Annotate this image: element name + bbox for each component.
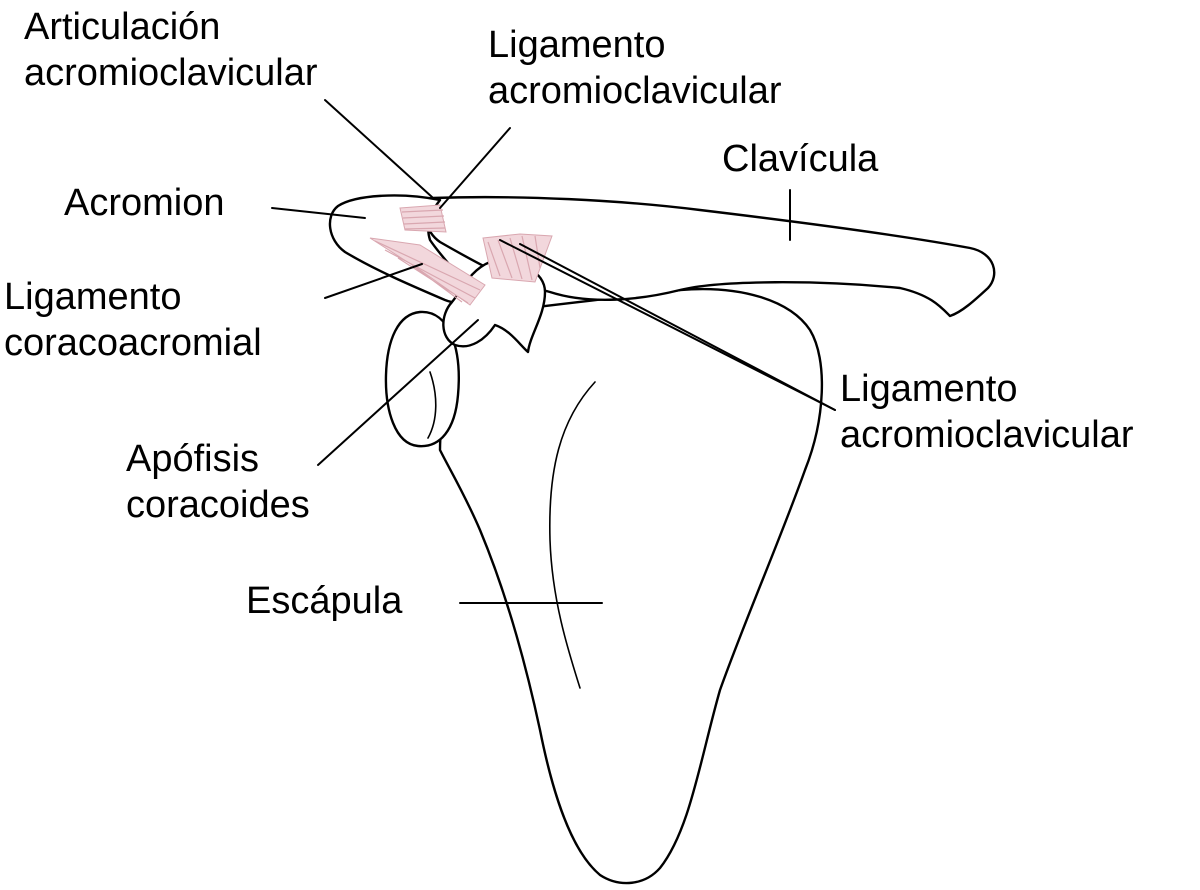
label-apofisis-line1: Apófisis — [126, 438, 260, 480]
coracoacromial-ligament-hatch — [369, 237, 486, 306]
label-lig-coracoacromial-line2: coracoacromial — [4, 322, 262, 364]
leader-articulacion-ac — [324, 99, 433, 198]
coracoclavicular-ligament-hatch — [482, 233, 553, 283]
label-apofisis-coracoides: Apófisis coracoides — [126, 436, 310, 528]
leader-ligamento-ac-right-b — [519, 243, 836, 411]
label-lig-coracoacromial-line1: Ligamento — [4, 276, 182, 318]
label-acromion-text: Acromion — [64, 182, 225, 224]
label-articulacion-acromioclavicular: Articulación acromioclavicular — [24, 4, 318, 96]
glenoid-rim — [427, 371, 437, 439]
label-lig-ac-top-line1: Ligamento — [488, 24, 666, 66]
leader-ligamento-coracoacromial — [324, 263, 423, 299]
acromioclavicular-ligament-hatch — [399, 204, 447, 233]
label-escapula: Escápula — [246, 578, 402, 624]
scapula-body — [438, 287, 824, 885]
label-clavicula: Clavícula — [722, 136, 878, 182]
label-clavicula-text: Clavícula — [722, 138, 879, 180]
label-ligamento-acromioclavicular-top: Ligamento acromioclavicular — [488, 22, 782, 114]
leader-ligamento-ac-top — [439, 127, 511, 209]
label-lig-ac-top-line2: acromioclavicular — [488, 70, 782, 112]
label-articulacion-line1: Articulación — [24, 6, 221, 48]
label-lig-ac-right-line1: Ligamento — [840, 368, 1018, 410]
label-ligamento-coracoacromial: Ligamento coracoacromial — [4, 274, 262, 366]
leader-apofisis-coracoides — [317, 319, 479, 466]
leader-acromion — [271, 207, 366, 219]
label-ligamento-acromioclavicular-right: Ligamento acromioclavicular — [840, 366, 1134, 458]
label-lig-ac-right-line2: acromioclavicular — [840, 414, 1134, 456]
glenoid-cavity — [384, 310, 460, 448]
label-articulacion-line2: acromioclavicular — [24, 52, 318, 94]
label-escapula-text: Escápula — [246, 580, 403, 622]
label-acromion: Acromion — [64, 180, 225, 226]
label-apofisis-line2: coracoides — [126, 484, 310, 526]
scapula-spine-line — [548, 381, 596, 689]
